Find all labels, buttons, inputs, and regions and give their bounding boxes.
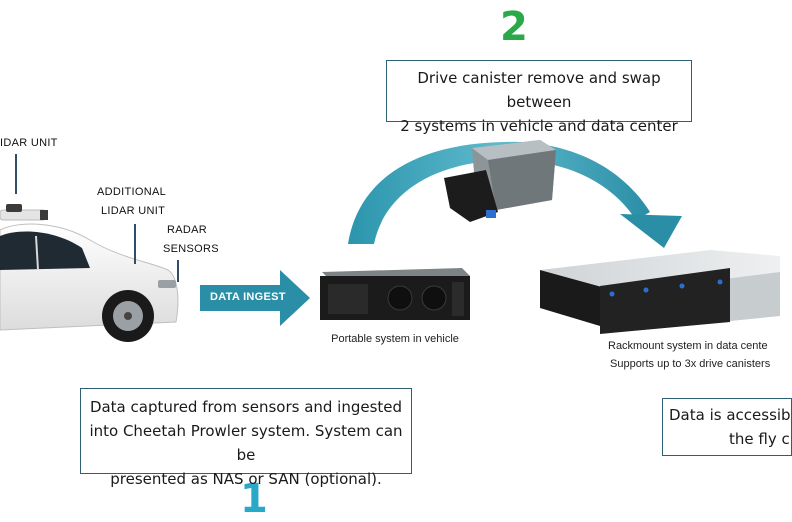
lidar-unit-leader xyxy=(15,154,17,194)
swap-description-box: Drive canister remove and swap between 2… xyxy=(386,60,692,135)
lidar-unit-label: IDAR UNIT xyxy=(0,137,58,149)
portable-system-image xyxy=(320,268,470,320)
radar-sensors-leader xyxy=(177,260,179,282)
capture-description-line-1: Data captured from sensors and ingested xyxy=(89,398,403,416)
access-description-box: Data is accessib the fly c xyxy=(662,398,792,456)
capture-description-line-2: into Cheetah Prowler system. System can … xyxy=(89,422,403,464)
rackmount-system-image xyxy=(540,250,780,334)
access-description-line-1: Data is accessib xyxy=(669,406,791,424)
step-number-1: 1 xyxy=(240,476,268,522)
drive-canister-image xyxy=(444,140,556,222)
rackmount-caption-line-2: Supports up to 3x drive canisters xyxy=(610,358,771,370)
capture-description-box: Data captured from sensors and ingested … xyxy=(80,388,412,488)
portable-system-caption: Portable system in vehicle xyxy=(331,333,459,345)
data-ingest-arrow xyxy=(200,270,310,326)
swap-arrow xyxy=(348,141,682,248)
additional-lidar-label: ADDITIONAL LIDAR UNIT xyxy=(97,183,166,221)
swap-description-line-1: Drive canister remove and swap between xyxy=(417,69,661,111)
rackmount-system-caption: Rackmount system in data cente Supports … xyxy=(600,337,780,373)
radar-sensors-label: RADAR SENSORS xyxy=(163,221,219,259)
step-number-2: 2 xyxy=(500,4,528,50)
additional-lidar-leader xyxy=(134,224,136,264)
swap-description-line-2: 2 systems in vehicle and data center xyxy=(400,117,678,135)
radar-sensors-label-line-2: SENSORS xyxy=(163,243,219,255)
data-ingest-label: DATA INGEST xyxy=(210,291,286,303)
additional-lidar-label-line-1: ADDITIONAL xyxy=(97,186,167,198)
car-image xyxy=(0,204,179,342)
additional-lidar-label-line-2: LIDAR UNIT xyxy=(101,205,166,217)
access-description-line-2: the fly c xyxy=(729,430,790,448)
diagram-artwork xyxy=(0,140,780,342)
radar-sensors-label-line-1: RADAR xyxy=(167,224,208,236)
rackmount-caption-line-1: Rackmount system in data cente xyxy=(608,340,768,352)
capture-description-line-3: presented as NAS or SAN (optional). xyxy=(110,470,382,488)
